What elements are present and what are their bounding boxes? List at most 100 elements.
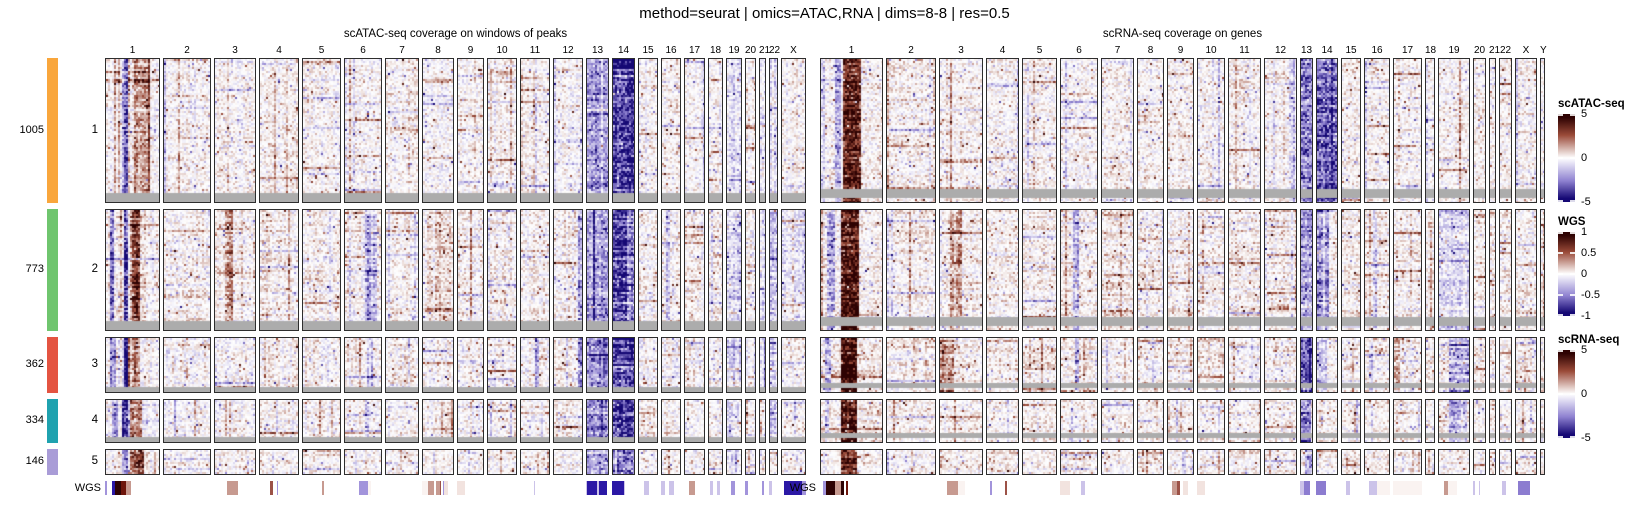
heatmap-canvas-rna-g5-chr4 (987, 450, 1018, 474)
wgs-segment (694, 481, 705, 495)
heatmap-row-group-atac-3 (105, 337, 806, 393)
heatmap-panel-rna-g4-chr17 (1393, 399, 1422, 443)
heatmap-panel-atac-g2-chr5 (302, 209, 341, 331)
wgs-chrom-rna-8 (1137, 481, 1164, 495)
legend-title: scATAC-seq (1558, 98, 1625, 110)
heatmap-canvas-rna-g5-chr18 (1426, 450, 1434, 474)
wgs-segment (442, 481, 445, 495)
wgs-segment (1177, 481, 1181, 495)
col-label-atac-chr14: 14 (617, 45, 630, 56)
wgs-chrom-atac-13 (586, 481, 609, 495)
heatmap-canvas-rna-g3-chr17 (1394, 338, 1421, 392)
wgs-chrom-atac-11 (520, 481, 550, 495)
heatmap-canvas-atac-g2-chr19 (727, 210, 741, 330)
legend-tick--5: -5 (1581, 196, 1591, 208)
wgs-chrom-rna-7 (1101, 481, 1134, 495)
heatmap-canvas-rna-g5-chr1 (821, 450, 882, 474)
heatmap-canvas-rna-g2-chr3 (940, 210, 982, 330)
heatmap-canvas-rna-g5-chr10 (1198, 450, 1224, 474)
heatmap-canvas-atac-g5-chr12 (554, 450, 582, 474)
heatmap-panel-atac-g5-chr2 (163, 449, 211, 475)
heatmap-canvas-atac-g4-chr5 (303, 400, 340, 442)
heatmap-canvas-rna-g2-chr14 (1317, 210, 1337, 330)
legend-tick-dash (1570, 273, 1575, 275)
heatmap-panel-atac-g4-chr13 (586, 399, 609, 443)
heatmap-panel-rna-g1-chr12 (1264, 58, 1297, 203)
legend-tick--0.5: -0.5 (1581, 289, 1600, 301)
heatmap-canvas-atac-g4-chr2 (164, 400, 210, 442)
wgs-segment (121, 481, 126, 495)
heatmap-panel-atac-g1-chr1 (105, 58, 160, 203)
heatmap-panel-rna-g3-chr8 (1137, 337, 1164, 393)
col-label-rna-chr6: 6 (1076, 45, 1082, 56)
heatmap-panel-atac-g4-chr18 (708, 399, 723, 443)
heatmap-canvas-rna-g4-chr21 (1490, 400, 1495, 442)
heatmap-canvas-atac-g1-chr4 (260, 59, 298, 202)
heatmap-canvas-atac-g2-chr3 (215, 210, 255, 330)
heatmap-canvas-atac-g1-chr3 (215, 59, 255, 202)
wgs-segment (1502, 481, 1506, 495)
col-label-rna-chr10: 10 (1205, 45, 1217, 56)
wgs-chrom-atac-3 (214, 481, 256, 495)
heatmap-canvas-rna-g4-chr8 (1138, 400, 1163, 442)
wgs-segment (1325, 481, 1338, 495)
wgs-segment (843, 481, 846, 495)
heatmap-panel-rna-g2-chr2 (886, 209, 936, 331)
legend-tick-dash (1570, 157, 1575, 159)
heatmap-panel-rna-g2-chr8 (1137, 209, 1164, 331)
cluster-color-bar-1 (47, 58, 58, 203)
heatmap-panel-atac-g4-chr1 (105, 399, 160, 443)
wgs-segment (1303, 481, 1311, 495)
heatmap-canvas-atac-g4-chr19 (727, 400, 741, 442)
col-label-atac-chr1: 1 (129, 45, 136, 56)
heatmap-canvas-rna-g1-chr21 (1490, 59, 1495, 202)
heatmap-panel-rna-g5-chrY (1540, 449, 1545, 475)
heatmap-panel-rna-g4-chr20 (1473, 399, 1486, 443)
wgs-segment (111, 481, 115, 495)
heatmap-panel-atac-g4-chr6 (344, 399, 382, 443)
heatmap-panel-atac-g5-chr13 (586, 449, 609, 475)
heatmap-canvas-rna-g2-chr4 (987, 210, 1018, 330)
wgs-segment (1080, 481, 1086, 495)
heatmap-panel-atac-g1-chr19 (726, 58, 742, 203)
cluster-count-5: 146 (25, 455, 44, 467)
col-label-rna-chr1: 1 (848, 45, 855, 56)
heatmap-canvas-rna-g3-chr7 (1102, 338, 1133, 392)
heatmap-panel-atac-g5-chr22 (769, 449, 778, 475)
heatmap-canvas-rna-g1-chr1 (821, 59, 882, 202)
heatmap-panel-atac-g1-chr10 (487, 58, 517, 203)
heatmap-panel-rna-g1-chr3 (939, 58, 983, 203)
wgs-segment (644, 481, 649, 495)
wgs-segment (1444, 481, 1448, 495)
wgs-segment (781, 481, 784, 495)
heatmap-panel-rna-g2-chr6 (1060, 209, 1098, 331)
heatmap-panel-atac-g3-chr6 (344, 337, 382, 393)
heatmap-canvas-atac-g4-chr17 (685, 400, 704, 442)
legend-tick-dash (1558, 436, 1563, 438)
heatmap-panel-rna-g1-chr11 (1228, 58, 1261, 203)
heatmap-panel-rna-g3-chr21 (1489, 337, 1496, 393)
heatmap-panel-atac-g2-chr13 (586, 209, 609, 331)
wgs-segment (344, 481, 360, 495)
heatmap-panel-atac-g5-chr4 (259, 449, 299, 475)
wgs-segment (713, 481, 717, 495)
heatmap-panel-rna-g1-chr8 (1137, 58, 1164, 203)
wgs-chrom-atac-4 (259, 481, 299, 495)
col-label-rna-chr8: 8 (1147, 45, 1154, 56)
heatmap-canvas-atac-g1-chr16 (662, 59, 680, 202)
col-label-rna-chr3: 3 (958, 45, 964, 56)
wgs-segment (1489, 481, 1496, 495)
heatmap-panel-rna-g2-chr14 (1316, 209, 1338, 331)
heatmap-panel-rna-g1-chr16 (1364, 58, 1390, 203)
heatmap-canvas-atac-g3-chr7 (386, 338, 418, 392)
wgs-segment (163, 481, 211, 495)
heatmap-panel-atac-g2-chr6 (344, 209, 382, 331)
col-label-rna-chr17: 17 (1401, 45, 1414, 56)
col-label-rna-chr19: 19 (1448, 45, 1460, 56)
heatmap-panel-rna-g2-chr13 (1300, 209, 1313, 331)
heatmap-panel-atac-g2-chr15 (638, 209, 658, 331)
wgs-chrom-atac-20 (745, 481, 756, 495)
legend-tick-5: 5 (1581, 108, 1588, 120)
